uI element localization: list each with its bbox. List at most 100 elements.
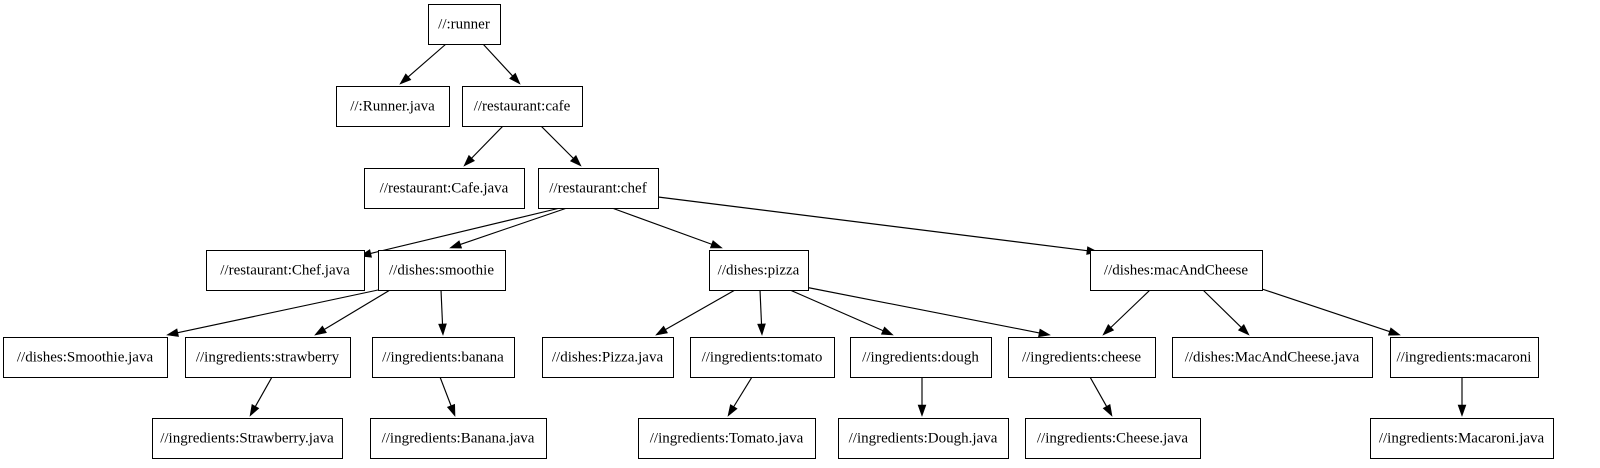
graph-node-ing_banana[interactable]: //ingredients:banana xyxy=(372,337,515,378)
graph-node-macaroni_java[interactable]: //ingredients:Macaroni.java xyxy=(1370,418,1554,459)
graph-node-mac_java[interactable]: //dishes:MacAndCheese.java xyxy=(1172,337,1373,378)
node-box[interactable] xyxy=(370,418,547,459)
edge-arrowhead-icon xyxy=(249,404,260,417)
node-label: //dishes:smoothie xyxy=(389,262,494,278)
node-box[interactable] xyxy=(185,337,351,378)
node-box[interactable] xyxy=(462,86,583,127)
graph-node-chef_java[interactable]: //restaurant:Chef.java xyxy=(206,250,365,291)
edge-arrowhead-icon xyxy=(880,326,894,336)
edge-line xyxy=(324,289,391,330)
node-label: //restaurant:Cafe.java xyxy=(380,180,509,196)
graph-node-dishes_smoothie[interactable]: //dishes:smoothie xyxy=(378,250,506,291)
graph-node-restaurant_chef[interactable]: //restaurant:chef xyxy=(538,168,659,209)
node-box[interactable] xyxy=(152,418,343,459)
edge-arrowhead-icon xyxy=(1387,327,1401,336)
node-box[interactable] xyxy=(372,337,515,378)
node-box[interactable] xyxy=(838,418,1009,459)
node-label: //ingredients:Strawberry.java xyxy=(160,430,334,446)
edge-line xyxy=(440,289,444,325)
graph-node-ing_cheese[interactable]: //ingredients:cheese xyxy=(1008,337,1156,378)
edge-arrowhead-icon xyxy=(438,323,447,336)
graph-node-banana_java[interactable]: //ingredients:Banana.java xyxy=(370,418,547,459)
graph-edge xyxy=(804,286,1051,338)
edge-line xyxy=(482,43,513,77)
node-box[interactable] xyxy=(336,86,450,127)
edge-arrowhead-icon xyxy=(463,154,475,167)
graph-edge xyxy=(359,207,561,258)
node-box[interactable] xyxy=(378,250,506,291)
edge-line xyxy=(471,125,504,159)
node-box[interactable] xyxy=(850,337,992,378)
node-label: //restaurant:Chef.java xyxy=(220,262,350,278)
node-label: //dishes:Smoothie.java xyxy=(17,349,154,365)
graph-node-runner[interactable]: //:runner xyxy=(428,4,501,45)
node-box[interactable] xyxy=(709,250,809,291)
graph-edge xyxy=(1089,376,1113,417)
edge-arrowhead-icon xyxy=(917,404,927,417)
node-label: //ingredients:dough xyxy=(862,349,979,365)
graph-node-strawberry_java[interactable]: //ingredients:Strawberry.java xyxy=(152,418,343,459)
graph-node-ing_dough[interactable]: //ingredients:dough xyxy=(850,337,992,378)
node-label: //dishes:pizza xyxy=(718,262,800,278)
edge-line xyxy=(1110,289,1151,328)
node-box[interactable] xyxy=(1090,250,1263,291)
node-label: //ingredients:Banana.java xyxy=(382,430,535,446)
edge-arrowhead-icon xyxy=(709,240,723,249)
graph-node-dishes_pizza[interactable]: //dishes:pizza xyxy=(709,250,809,291)
graph-node-smoothie_java[interactable]: //dishes:Smoothie.java xyxy=(3,337,168,378)
node-label: //ingredients:Macaroni.java xyxy=(1379,430,1545,446)
edge-arrowhead-icon xyxy=(449,240,463,249)
edge-arrowhead-icon xyxy=(655,325,668,336)
graph-node-runner_java[interactable]: //:Runner.java xyxy=(336,86,450,127)
node-label: //ingredients:Dough.java xyxy=(849,430,998,446)
node-box[interactable] xyxy=(1370,418,1554,459)
node-box[interactable] xyxy=(1390,337,1539,378)
node-label: //ingredients:tomato xyxy=(702,349,823,365)
graph-edge xyxy=(757,289,766,336)
graph-node-cheese_java[interactable]: //ingredients:Cheese.java xyxy=(1025,418,1201,459)
graph-node-dough_java[interactable]: //ingredients:Dough.java xyxy=(838,418,1009,459)
node-box[interactable] xyxy=(364,168,525,209)
graph-node-ing_tomato[interactable]: //ingredients:tomato xyxy=(690,337,835,378)
node-box[interactable] xyxy=(206,250,365,291)
graph-edge xyxy=(482,43,521,85)
graph-node-ing_macaroni[interactable]: //ingredients:macaroni xyxy=(1390,337,1539,378)
edge-line xyxy=(177,289,379,334)
graph-edge xyxy=(789,289,894,336)
edge-arrowhead-icon xyxy=(446,403,456,417)
nodes-layer: //:runner //:Runner.java //restaurant:cafe… xyxy=(3,4,1554,459)
graph-edge xyxy=(1202,289,1250,336)
node-box[interactable] xyxy=(538,168,659,209)
graph-node-ing_strawberry[interactable]: //ingredients:strawberry xyxy=(185,337,351,378)
graph-edge xyxy=(314,289,391,336)
node-box[interactable] xyxy=(1025,418,1201,459)
node-box[interactable] xyxy=(3,337,168,378)
graph-edge xyxy=(917,377,927,417)
edge-arrowhead-icon xyxy=(1038,328,1051,338)
node-box[interactable] xyxy=(542,337,674,378)
node-box[interactable] xyxy=(638,418,816,459)
graph-node-cafe_java[interactable]: //restaurant:Cafe.java xyxy=(364,168,525,209)
graph-node-restaurant_cafe[interactable]: //restaurant:cafe xyxy=(462,86,583,127)
graph-edge xyxy=(1102,289,1151,336)
edge-line xyxy=(1261,288,1390,333)
node-box[interactable] xyxy=(1172,337,1373,378)
graph-edge xyxy=(1261,288,1401,336)
node-box[interactable] xyxy=(428,4,501,45)
edge-arrowhead-icon xyxy=(727,404,738,417)
node-box[interactable] xyxy=(690,337,835,378)
node-box[interactable] xyxy=(1008,337,1156,378)
edge-line xyxy=(370,207,561,254)
node-label: //:Runner.java xyxy=(350,98,435,114)
graph-node-dishes_mac[interactable]: //dishes:macAndCheese xyxy=(1090,250,1263,291)
graph-edge xyxy=(249,376,273,417)
edge-line xyxy=(665,289,736,331)
edge-line xyxy=(407,43,447,78)
graph-edge xyxy=(449,207,568,249)
graph-edge xyxy=(540,125,582,167)
graph-edge xyxy=(1457,377,1467,417)
graph-node-pizza_java[interactable]: //dishes:Pizza.java xyxy=(542,337,674,378)
graph-node-tomato_java[interactable]: //ingredients:Tomato.java xyxy=(638,418,816,459)
node-label: //ingredients:Tomato.java xyxy=(650,430,804,446)
